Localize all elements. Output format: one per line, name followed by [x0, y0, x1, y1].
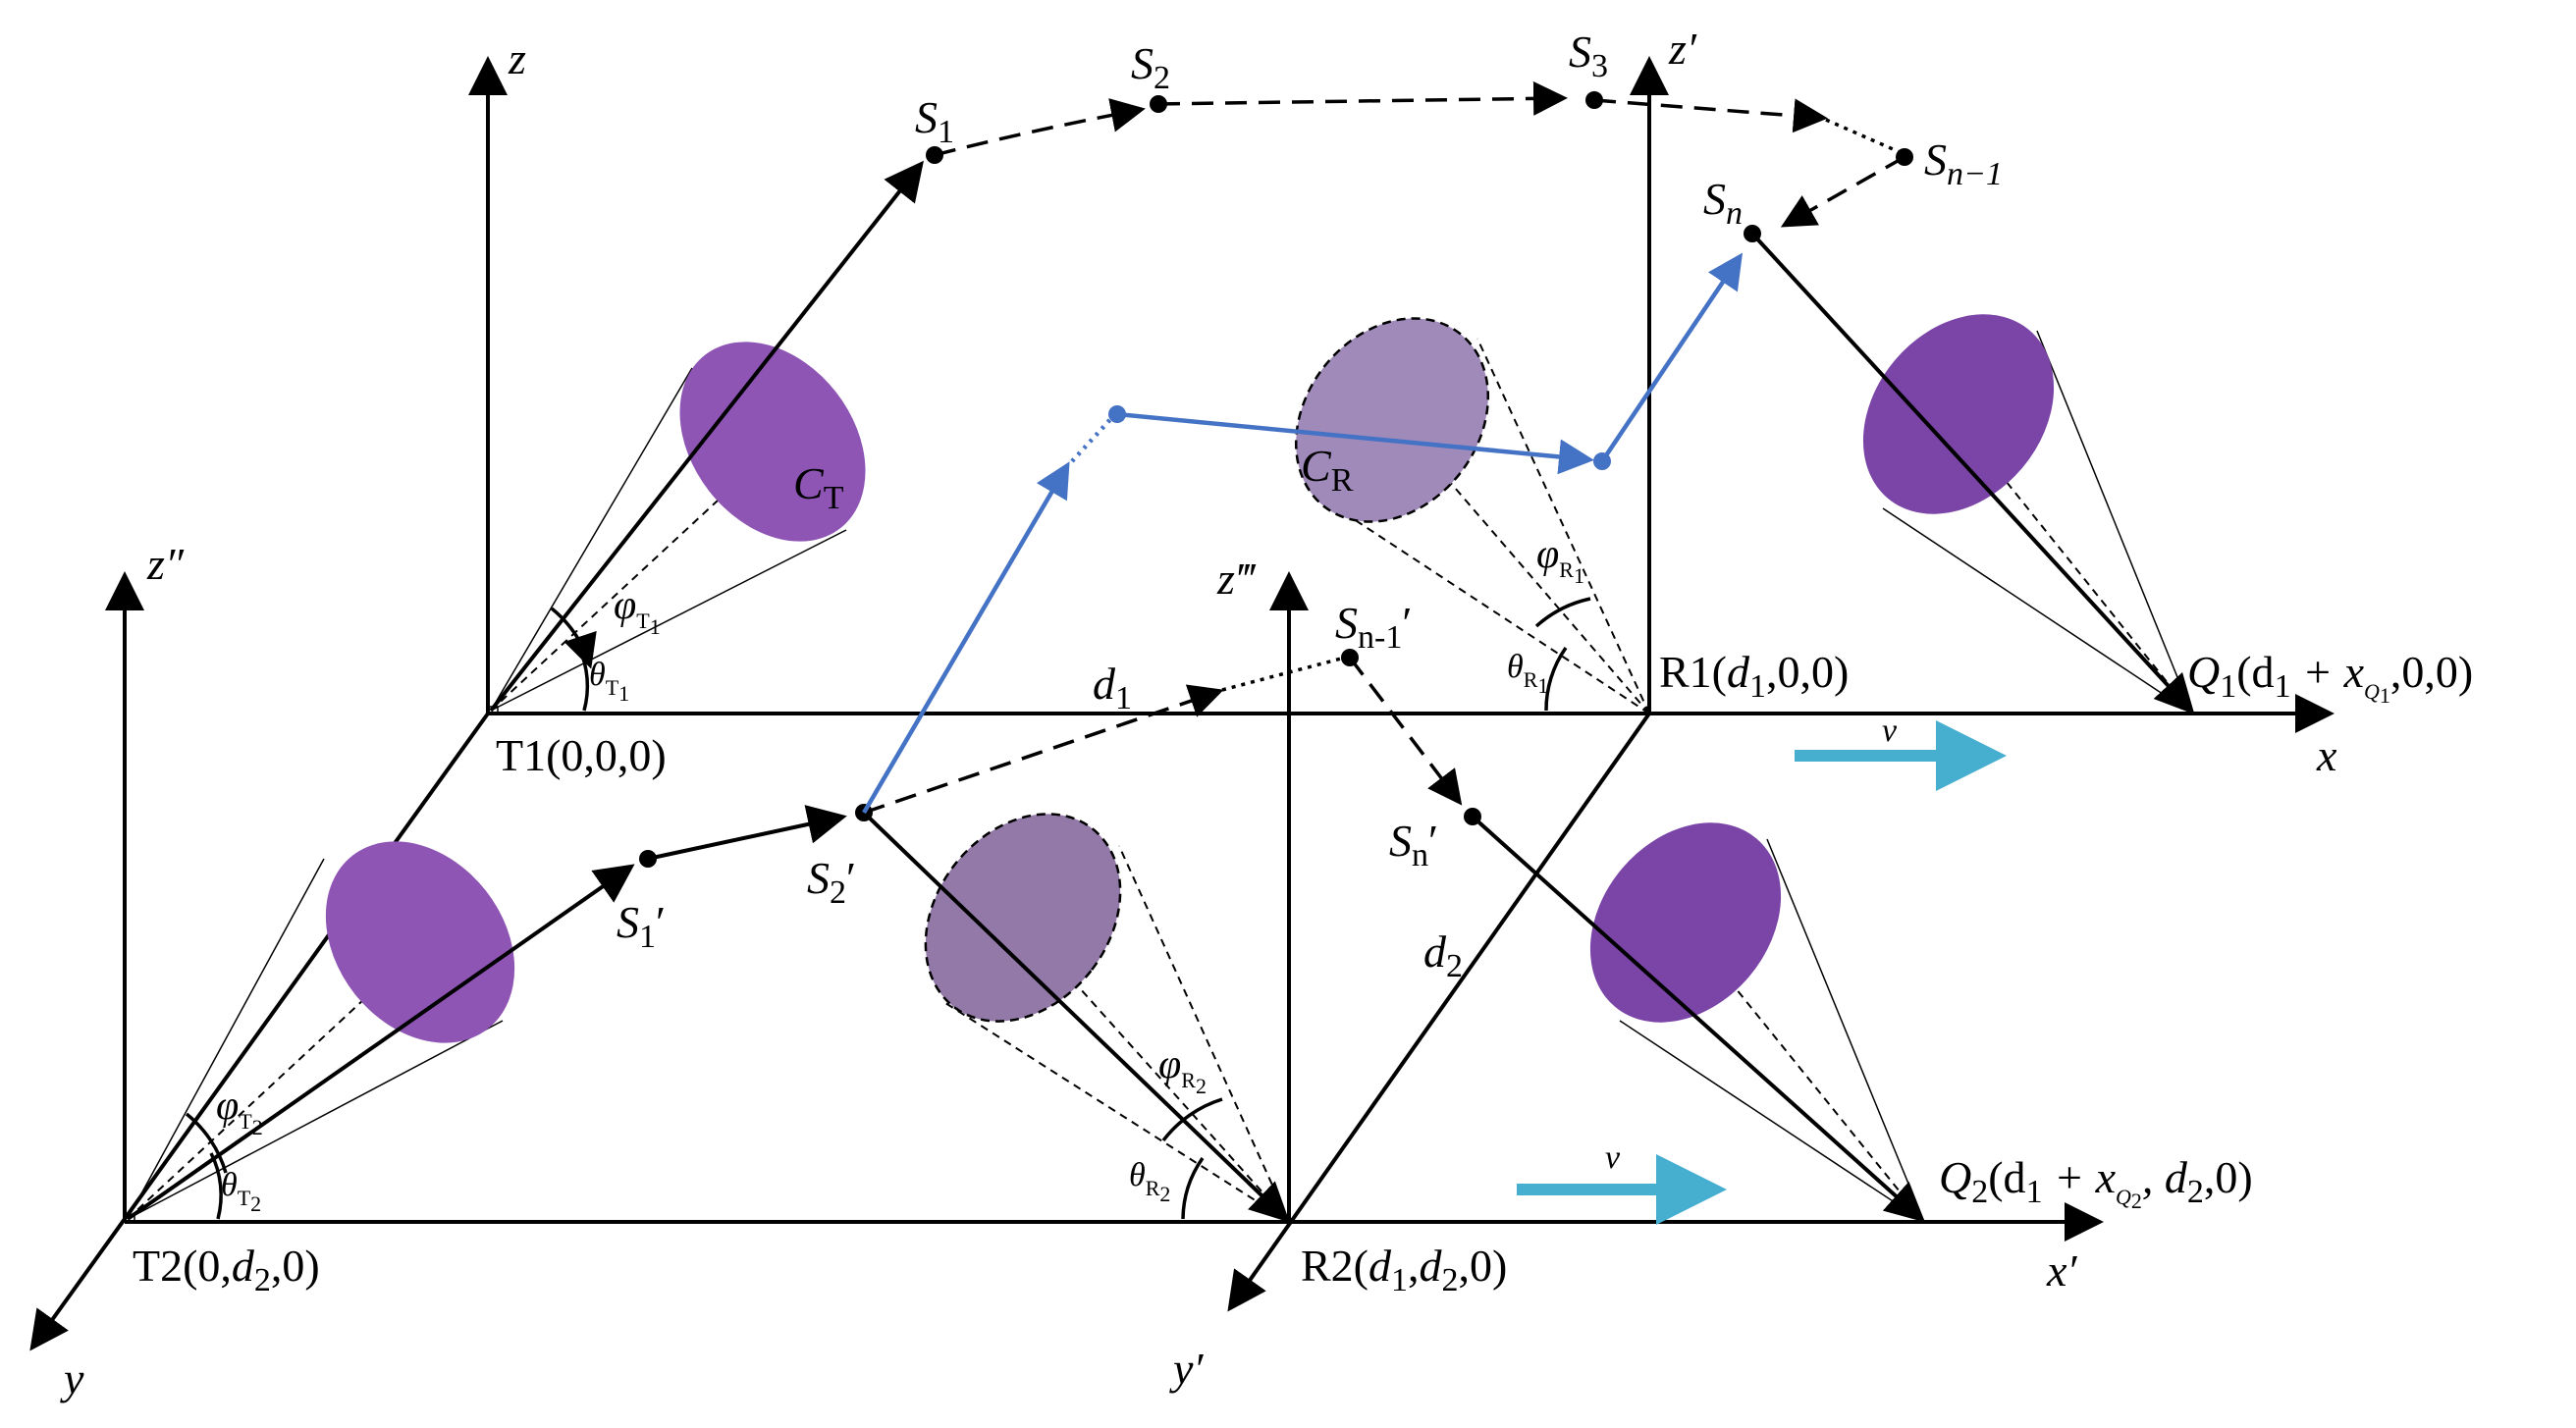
cone-R2 [924, 813, 1290, 1223]
label-S2p: S2′ [807, 853, 856, 911]
angle-arcs [185, 597, 1591, 1220]
beam-cones [127, 314, 2193, 1223]
node-blue-2 [1593, 452, 1611, 470]
label-d2: d2 [1423, 926, 1463, 984]
node-Sn1 [1896, 148, 1913, 166]
label-phiR1: φR1 [1536, 532, 1584, 588]
text-labels: z z′ z″ z‴ x x′ y y′ T1(0,0,0) T2(0,d2,0… [60, 24, 2473, 1403]
label-v-bottom: v [1605, 1139, 1621, 1176]
beam-ellipse-R2 [924, 813, 1122, 1023]
bottom-scatter-path [126, 649, 1925, 1223]
label-phiT1: φT1 [614, 583, 661, 639]
node-Sn1p [1341, 649, 1359, 666]
beam-ellipse-T2 [325, 841, 515, 1043]
node-Sn [1744, 225, 1761, 242]
label-y: y [60, 1353, 84, 1403]
label-phiR2: φR2 [1158, 1042, 1207, 1098]
node-Snp [1464, 808, 1481, 825]
label-Q2: Q2(d1 + xQ2, d2,0) [1939, 1152, 2253, 1213]
label-thetaR2: θR2 [1129, 1157, 1170, 1206]
cone-R1 [1294, 317, 1650, 714]
node-blue-1 [1108, 405, 1126, 423]
label-Sn1p: Sn-1′ [1335, 598, 1412, 656]
label-phiT2: φT2 [216, 1084, 263, 1139]
label-z: z [508, 33, 526, 83]
label-thetaT1: θT1 [589, 657, 629, 706]
label-z-prime: z′ [1668, 24, 1697, 74]
cone-T2 [127, 841, 515, 1220]
label-CR: CR [1301, 441, 1354, 499]
label-x: x [2316, 730, 2337, 780]
beam-ellipse-T1 [679, 342, 866, 542]
beam-ellipse-Q1 [1862, 314, 2055, 514]
node-S2 [1150, 95, 1167, 113]
label-Sn1: Sn−1 [1924, 134, 2003, 192]
label-S1p: S1′ [617, 897, 666, 955]
label-S2: S2 [1131, 38, 1170, 96]
label-Sn: Sn [1703, 174, 1743, 232]
label-x-prime: x′ [2046, 1245, 2077, 1296]
cross-link-path [862, 252, 1744, 815]
label-R2: R2(d1,d2,0) [1301, 1241, 1507, 1298]
label-z-dprime: z″ [146, 539, 185, 589]
cone-Q1 [1862, 314, 2193, 714]
axes [29, 56, 2334, 1351]
beam-ellipse-R1 [1294, 317, 1490, 523]
label-CT: CT [793, 458, 844, 516]
label-T1: T1(0,0,0) [496, 730, 667, 780]
label-z-tprime: z‴ [1216, 554, 1257, 604]
node-S3 [1585, 91, 1603, 109]
label-v-top: v [1882, 713, 1898, 749]
cone-T1 [490, 342, 866, 712]
label-S1: S1 [915, 92, 954, 150]
label-Q1: Q1(d1 + xQ1,0,0) [2187, 647, 2473, 708]
label-Snp: Sn′ [1389, 816, 1438, 873]
cone-Q2 [1589, 822, 1925, 1223]
label-y-prime: y′ [1169, 1344, 1204, 1394]
y-axis [29, 712, 490, 1351]
node-S1 [926, 146, 943, 164]
beam-ellipse-Q2 [1589, 822, 1782, 1023]
label-S3: S3 [1569, 26, 1608, 84]
label-T2: T2(0,d2,0) [133, 1241, 320, 1298]
label-thetaR1: θR1 [1507, 649, 1548, 698]
y-prime-axis [1227, 712, 1651, 1312]
node-S1p [639, 850, 657, 868]
label-R1: R1(d1,0,0) [1659, 647, 1849, 705]
label-thetaT2: θT2 [221, 1167, 261, 1216]
velocity-arrows [1517, 720, 2007, 1225]
label-d1: d1 [1093, 659, 1132, 716]
